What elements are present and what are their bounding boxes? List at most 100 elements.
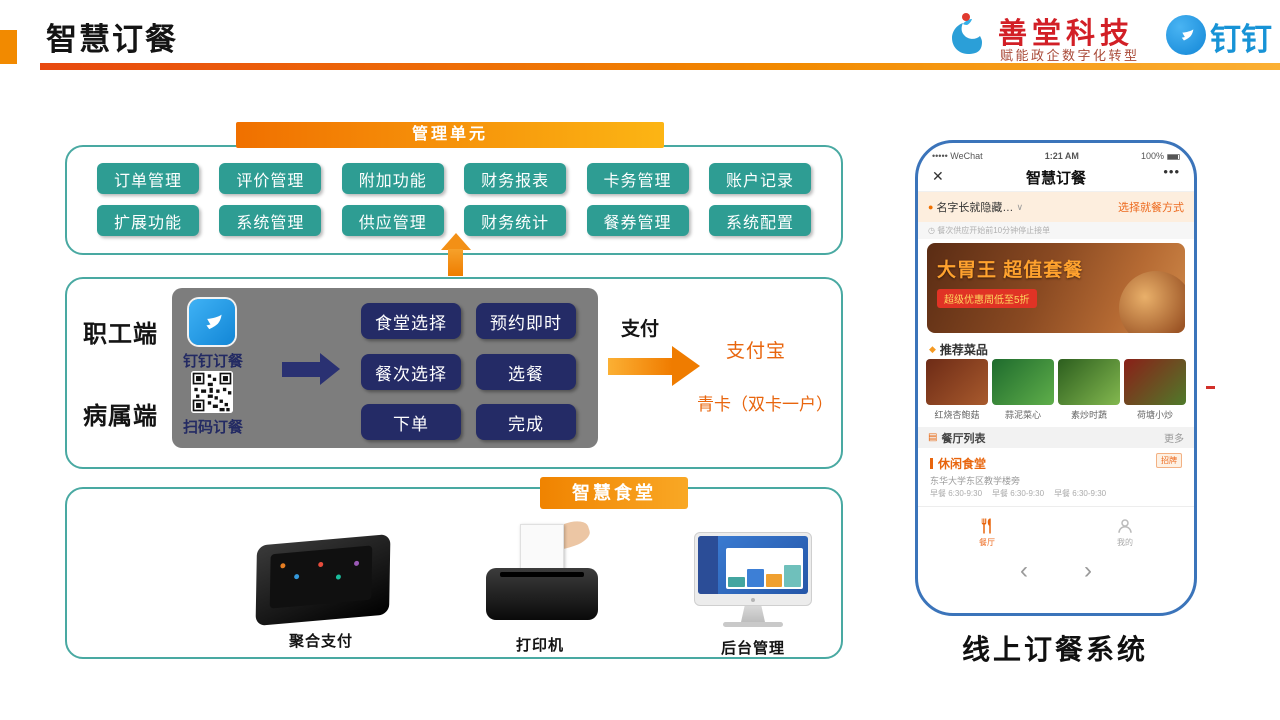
notice-bar: ◷ 餐次供应开始前10分钟停止接单 [918,222,1194,239]
up-arrow-icon [441,233,471,250]
recommend-title-text: 推荐菜品 [939,343,988,357]
caret-down-icon: ∨ [1016,201,1024,212]
canteen-box [65,487,843,659]
time-slot: 早餐 6:30-9:30 [930,489,983,498]
battery-icon [1166,153,1180,160]
tabbar-divider [918,506,1194,507]
restaurant-times: 早餐 6:30-9:30 早餐 6:30-9:30 早餐 6:30-9:30 [930,488,1106,499]
restaurant-list-title: ▤ 餐厅列表 [928,430,985,446]
dish-photo [926,359,988,405]
more-link: 更多 [1164,434,1184,445]
device-label-payment: 聚合支付 [288,633,353,650]
mgmt-btn-addon: 附加功能 [341,163,444,194]
company-logo-icon [944,10,992,58]
recommend-section-title: ◆ 推荐菜品 [929,341,988,358]
list-title-text: 餐厅列表 [941,432,986,445]
mgmt-btn-supply: 供应管理 [341,205,444,236]
time-slot: 早餐 6:30-9:30 [992,489,1045,498]
mgmt-btn-finance-report: 财务报表 [464,163,567,194]
tab-restaurant-label: 餐厅 [979,537,995,547]
phone-caption: 线上订餐系统 [961,634,1148,665]
time-slot: 早餐 6:30-9:30 [1054,489,1107,498]
step-complete: 完成 [476,404,576,440]
phone-app-title: 智慧订餐 [1025,170,1086,187]
red-dash-mark [1206,386,1215,389]
step-choose-dish: 选餐 [476,354,576,390]
clock-icon: ◷ [928,226,935,235]
pay-method-alipay: 支付宝 [726,341,787,362]
dish-name: 荷塘小炒 [1136,410,1173,420]
pay-method-greencard: 青卡（双卡一户） [697,395,833,414]
person-icon [1118,518,1132,533]
dingtalk-wordmark: 钉钉 [1210,22,1272,57]
mgmt-btn-system: 系统管理 [219,205,322,236]
step-place-order: 下单 [361,404,461,440]
mgmt-btn-config: 系统配置 [708,205,811,236]
role-staff-label: 职工端 [83,321,158,348]
pay-arrow-icon [672,346,700,386]
phone-status-bar: ••••• WeChat 1:21 AM 100% [932,151,1180,161]
status-battery: 100% [1141,151,1180,161]
tab-restaurant: 餐厅 [918,508,1056,556]
dish-item: 红烧杏鲍菇 [926,359,988,421]
chevron-right-icon: › [1084,557,1092,584]
step-instant-reserve: 预约即时 [476,303,576,339]
promo-food-photo [1119,271,1185,333]
entry-dingtalk-label: 钉钉订餐 [182,353,243,370]
printer-image [482,517,602,624]
device-label-printer: 打印机 [515,637,564,654]
canteen-banner: 智慧食堂 [540,477,688,509]
title-accent-bar [0,30,17,64]
dish-name: 蒜泥菜心 [1004,410,1041,420]
pay-arrow-stem [608,358,672,375]
mgmt-btn-order: 订单管理 [97,163,199,194]
restaurant-badge: 招牌 [1156,453,1182,468]
dish-item: 荷塘小炒 [1124,359,1186,421]
tab-mine: 我的 [1056,508,1194,556]
dingtalk-logo-icon [1166,15,1206,55]
qr-code-icon [191,371,233,413]
pin-icon: ● [928,202,934,212]
location-bar: ● 名字长就隐藏… ∨ 选择就餐方式 [918,192,1194,222]
phone-pager: ‹ › [918,557,1194,585]
chevron-left-icon: ‹ [1020,557,1028,584]
name-accent-bar [930,458,933,469]
dish-name: 红烧杏鲍菇 [934,410,980,420]
flow-arrow-icon [320,353,340,385]
step-meal-select: 餐次选择 [361,354,461,390]
management-row-2: 扩展功能 系统管理 供应管理 财务统计 餐券管理 系统配置 [97,205,811,236]
management-row-1: 订单管理 评价管理 附加功能 财务报表 卡务管理 账户记录 [97,163,811,194]
page-title: 智慧订餐 [46,22,178,57]
notice-text: 餐次供应开始前10分钟停止接单 [937,226,1051,235]
mgmt-btn-account-record: 账户记录 [708,163,811,194]
mgmt-btn-review: 评价管理 [219,163,322,194]
mgmt-btn-extend: 扩展功能 [97,205,199,236]
tab-mine-label: 我的 [1117,537,1133,547]
phone-mockup: ••••• WeChat 1:21 AM 100% ✕ 智慧订餐 ••• ● 名… [915,140,1197,616]
company-name: 善堂科技 [998,18,1135,50]
restaurant-address: 东华大学东区教学楼旁 [930,476,1021,486]
promo-title: 大胃王 超值套餐 [937,260,1084,281]
more-icon: ••• [1163,164,1180,179]
fork-knife-icon [981,518,991,533]
close-icon: ✕ [932,168,944,184]
list-icon: ▤ [928,432,938,443]
phone-tab-bar: 餐厅 我的 [918,508,1194,556]
restaurant-item: 休闲食堂 [930,455,986,472]
header-divider [40,63,1280,70]
nav-divider [918,191,1194,192]
admin-monitor-image [694,532,812,632]
dish-photo [992,359,1054,405]
restaurant-name: 休闲食堂 [938,457,987,471]
flow-arrow-stem [282,362,320,377]
dish-photo [1058,359,1120,405]
location-text: 名字长就隐藏… [936,202,1014,214]
dish-item: 蒜泥菜心 [992,359,1054,421]
entry-qrcode-label: 扫码订餐 [182,419,243,436]
mgmt-btn-finance-stat: 财务统计 [464,205,567,236]
dish-photo [1124,359,1186,405]
promo-subtitle: 超级优惠周低至5折 [937,289,1037,308]
pay-label: 支付 [621,319,660,340]
dish-name: 素炒时蔬 [1070,410,1107,420]
